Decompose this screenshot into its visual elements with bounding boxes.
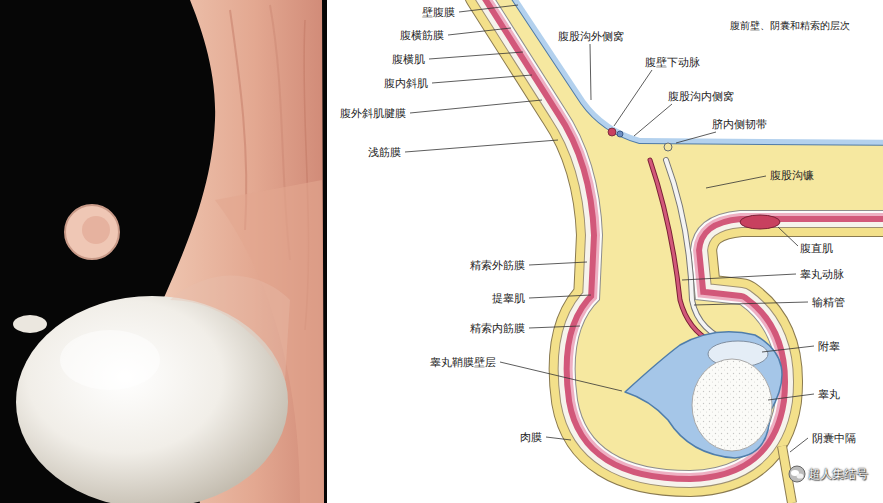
leader-line [529,295,591,298]
anatomy-label: 腹股沟镰 [770,169,814,182]
anatomy-label: 精索内筋膜 [470,322,525,335]
anatomy-label: 脐内侧韧带 [712,118,767,131]
peritoneum-outline [512,0,883,140]
appendix-core [82,216,110,244]
duct-outline [666,160,735,344]
anatomy-label: 睾丸鞘膜壁层 [430,356,496,369]
leader-line [546,437,571,440]
leader-line [778,227,798,246]
leader-lines [405,5,814,452]
layer-diagram [490,0,883,503]
testis [692,359,772,451]
diagram-title: 腹前壁、阴囊和精索的层次 [730,20,850,32]
leader-line [448,28,511,35]
anatomy-label: 提睾肌 [492,292,525,305]
specimen-photo [0,0,327,503]
anatomy-label: 睾丸动脉 [800,268,844,281]
transversus-band [490,0,883,470]
leader-line [682,274,796,280]
anatomy-label: 腹股沟内侧窝 [668,90,734,103]
leader-line [500,362,622,391]
watermark-icon [789,466,805,482]
leader-line [459,5,518,12]
leader-line [676,132,716,143]
abdominal-cavity [512,0,883,140]
extraperitoneal-fat [490,0,883,470]
anatomy-label: 睾丸 [818,388,840,401]
artery-outline [650,160,712,342]
icon-bubble [797,473,804,478]
artery-section [608,128,616,136]
leader-line [410,100,542,113]
layer-line [490,0,883,470]
leader-line [429,52,523,59]
watermark-text: 超人集结号 [808,467,868,481]
leader-line [790,438,808,452]
anatomy-label: 腹直肌 [800,242,833,255]
icon-disc [789,466,805,482]
anatomy-label: 浅筋膜 [368,146,401,159]
leader-line [405,140,558,152]
leader-line [768,394,814,400]
anatomy-label: 精索外筋膜 [470,259,525,272]
tab-photo [13,315,47,333]
anatomy-label: 腹壁下动脉 [645,56,700,69]
anatomy-label: 腹股沟外侧窝 [558,30,624,43]
anatomy-label: 附睾 [818,340,840,353]
leader-line [614,70,652,126]
anatomy-label: 腹内斜肌 [384,77,428,90]
fascia-band [490,0,883,470]
rectus-muscle [740,215,780,229]
vas-deferens [666,160,735,344]
testis-highlight [60,330,160,390]
leader-line [762,346,814,352]
fascia-veil [170,276,290,380]
leader-line [634,104,672,136]
ligament-section [664,143,672,151]
anatomy-label: 腹外斜肌腱膜 [340,107,406,120]
testicular-artery [650,160,712,342]
superficial-fascia-band [490,0,883,470]
leader-line [694,302,808,305]
leader-line [529,262,587,265]
peritoneum-band [512,0,883,140]
aponeurosis-band [490,0,883,470]
anatomy-label: 壁腹膜 [422,6,455,19]
outer-outline [490,0,883,470]
appendix-photo [65,205,119,259]
leader-line [529,326,580,328]
testis-stipple [692,359,772,451]
anatomy-label: 输精管 [812,296,845,309]
anatomy-label: 肉膜 [520,431,542,444]
leader-line [590,44,591,100]
layer-line [490,0,883,470]
leader-line [432,75,532,83]
muscle-band [490,0,883,470]
anatomy-label: 阴囊中隔 [812,432,856,445]
vein-section [617,131,623,137]
tunica-vaginalis [625,332,782,458]
anatomy-label: 腹横肌 [392,53,425,66]
anatomy-label: 腹横筋膜 [400,29,444,42]
leader-line [706,176,766,188]
